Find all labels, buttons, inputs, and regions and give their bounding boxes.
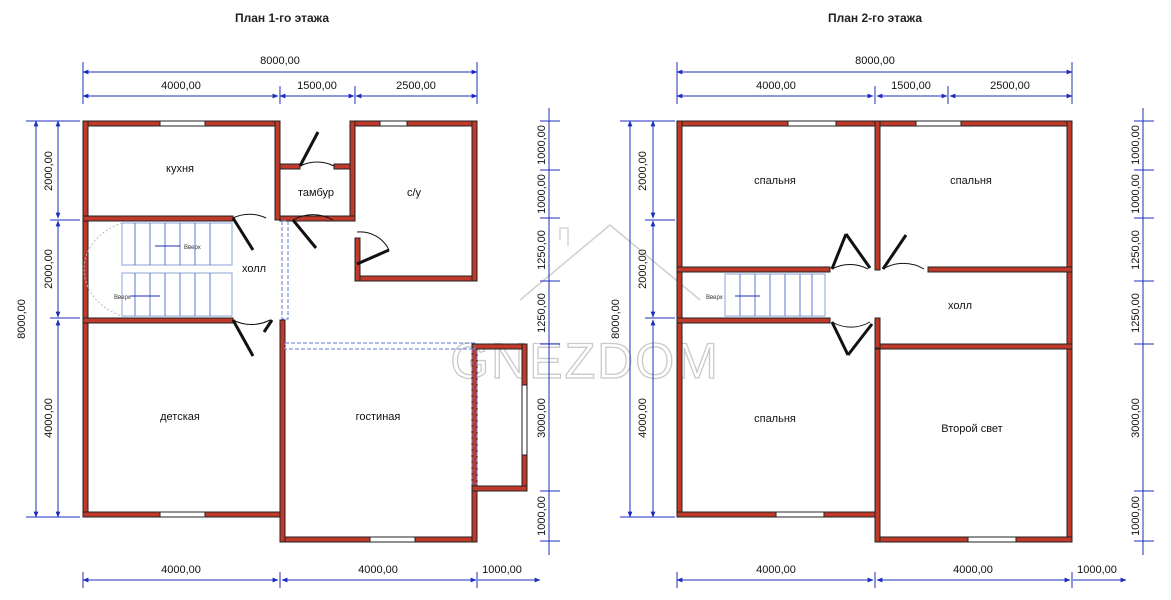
watermark: GNEZDOM (450, 224, 720, 390)
dim-left-segment: 4000,00 (637, 398, 649, 438)
dim-left-segment: 2000,00 (43, 151, 55, 191)
windows (775, 120, 1017, 543)
bottom-dimensions (82, 572, 541, 588)
doors (830, 233, 925, 356)
left-dimensions (26, 120, 80, 518)
walls (676, 120, 1073, 543)
glass-partitions (281, 220, 478, 485)
right-dimensions (1134, 108, 1154, 555)
staircase (724, 273, 826, 317)
dim-right-segment: 1250,00 (1130, 230, 1142, 270)
room-label-living-room: гостиная (356, 411, 401, 423)
dim-left-segment: 2000,00 (637, 249, 649, 289)
dim-bottom-segment: 4000,00 (358, 564, 398, 576)
room-label-second-light: Второй свет (941, 423, 1002, 435)
dim-bottom-segment: 1000,00 (482, 564, 522, 576)
dim-top-total: 8000,00 (855, 55, 895, 67)
dim-right-segment: 1250,00 (536, 230, 548, 270)
dim-top-total: 8000,00 (260, 55, 300, 67)
windows (159, 120, 528, 543)
dim-bottom-segment: 4000,00 (953, 564, 993, 576)
dim-right-segment: 1000,00 (1130, 174, 1142, 214)
dim-top-segment: 2500,00 (990, 80, 1030, 92)
dim-right-segment: 1000,00 (536, 174, 548, 214)
dim-top-segment: 1500,00 (297, 80, 337, 92)
right-dimensions (540, 108, 560, 555)
doors (231, 131, 390, 357)
dim-left-segment: 2000,00 (43, 249, 55, 289)
top-dimensions (82, 62, 478, 104)
walls (82, 120, 528, 543)
stair-up-label: Вверх (706, 295, 723, 301)
plan-title: План 2-го этажа (828, 11, 922, 25)
dim-bottom-segment: 1000,00 (1077, 564, 1117, 576)
room-label-kitchen: кухня (166, 163, 194, 175)
dim-left-segment: 4000,00 (43, 398, 55, 438)
room-label-vestibule: тамбур (298, 187, 334, 199)
watermark-text: GNEZDOM (450, 333, 720, 389)
house-roof-icon (519, 224, 701, 301)
plan-second-floor: План 2-го этажа 8000,00 4000,00 1500,00 … (610, 11, 1154, 588)
room-label-hall: холл (948, 300, 972, 312)
dim-top-segment: 4000,00 (161, 80, 201, 92)
dim-top-segment: 2500,00 (396, 80, 436, 92)
staircase (83, 222, 233, 317)
dim-right-segment: 1250,00 (1130, 293, 1142, 333)
dim-left-segment: 2000,00 (637, 151, 649, 191)
dim-left-total: 8000,00 (610, 299, 622, 339)
stair-up-label: Вверх (114, 295, 131, 301)
dim-bottom-segment: 4000,00 (161, 564, 201, 576)
dim-right-segment: 1000,00 (1130, 496, 1142, 536)
plan-first-floor: План 1-го этажа 8000,00 4000,00 1500,00 … (16, 11, 560, 588)
chimney-icon (559, 227, 569, 246)
dim-right-segment: 1000,00 (536, 125, 548, 165)
room-label-kids-room: детская (160, 411, 200, 423)
room-label-bathroom: с/у (407, 187, 422, 199)
bottom-dimensions (676, 572, 1127, 588)
dim-bottom-segment: 4000,00 (756, 564, 796, 576)
dim-right-segment: 3000,00 (536, 398, 548, 438)
stair-up-label: Вверх (184, 245, 201, 251)
room-label-bedroom: спальня (754, 175, 796, 187)
dim-right-segment: 1250,00 (536, 293, 548, 333)
room-label-hall: холл (242, 263, 266, 275)
dim-left-total: 8000,00 (16, 299, 28, 339)
dim-top-segment: 4000,00 (756, 80, 796, 92)
plan-title: План 1-го этажа (235, 11, 329, 25)
dim-right-segment: 1000,00 (536, 496, 548, 536)
dim-right-segment: 3000,00 (1130, 398, 1142, 438)
room-label-bedroom: спальня (950, 175, 992, 187)
left-dimensions (620, 120, 675, 518)
dim-right-segment: 1000,00 (1130, 125, 1142, 165)
dim-top-segment: 1500,00 (891, 80, 931, 92)
top-dimensions (676, 62, 1073, 104)
room-label-bedroom: спальня (754, 413, 796, 425)
